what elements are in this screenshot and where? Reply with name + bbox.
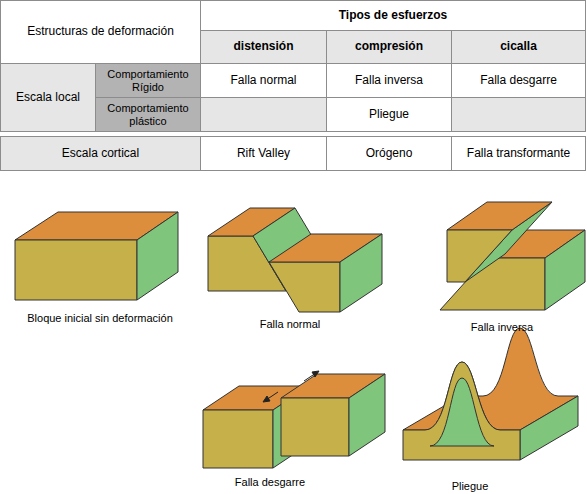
table-header: Tipos de esfuerzos: [200, 0, 586, 31]
table-cell: Falla desgarre: [451, 63, 586, 98]
table-grid: [1, 1, 586, 171]
table-cell-bg: [452, 137, 586, 171]
fold-core: [430, 378, 494, 446]
table-cell: Pliegue: [326, 97, 452, 132]
table-cell-bg: [96, 98, 201, 132]
table-cell-bg: [201, 31, 327, 64]
table-row-header: Escala local: [0, 63, 96, 132]
block-side: [137, 212, 178, 300]
block-side: [520, 396, 578, 460]
normal-fault-block: [208, 208, 382, 312]
block-front: [447, 230, 512, 282]
table-cell-bg: [327, 64, 452, 98]
table-header: Estructuras de deformación: [0, 0, 201, 64]
arrow-head: [263, 396, 270, 402]
table-cell-bg: [201, 137, 327, 171]
figure-caption: Falla inversa: [447, 317, 557, 337]
table-cell-bg: [452, 98, 586, 132]
figure-caption: Pliegue: [415, 476, 525, 494]
table-cell-bg: [327, 98, 452, 132]
table-cell-bg: [327, 137, 452, 171]
motion-arrow: [263, 371, 319, 402]
block-top: [447, 202, 552, 230]
table-cell-bg: [201, 64, 327, 98]
block-front: [15, 240, 137, 300]
table-row-header: Comportamiento plástico: [95, 97, 201, 132]
table-cell-bg: [1, 1, 201, 64]
table-header: cicalla: [451, 30, 586, 64]
table-cell-bg: [96, 64, 201, 98]
table-cell-bg: [201, 1, 586, 31]
block-front: [269, 262, 340, 312]
table-cell: Falla transformante: [451, 136, 586, 171]
table-row-header: Escala cortical: [0, 136, 201, 171]
fold-front: [403, 362, 520, 460]
table-cell-bg: [452, 64, 586, 98]
figure-caption: Bloque inicial sin deformación: [0, 308, 200, 328]
block-front: [281, 398, 349, 456]
block-side: [545, 230, 585, 310]
table-row-header: Comportamiento Rígido: [95, 63, 201, 98]
strike-slip-block: [203, 374, 385, 468]
table-cell-bg: [201, 98, 327, 132]
table-header: compresión: [326, 30, 452, 64]
figure-caption: Falla desgarre: [210, 472, 330, 492]
table-cell: Falla inversa: [326, 63, 452, 98]
table-cell: Falla normal: [200, 63, 327, 98]
table-cell: Rift Valley: [200, 136, 327, 171]
reverse-fault-block: [440, 202, 585, 310]
block-front: [203, 410, 273, 468]
block-side: [340, 234, 382, 312]
table-cell: Orógeno: [326, 136, 452, 171]
figure-caption: Falla normal: [235, 314, 345, 334]
table-cell-bg: [452, 31, 586, 64]
fold-block: [403, 328, 578, 460]
table-header: distensión: [200, 30, 327, 64]
table-cell-bg: [1, 137, 201, 171]
block-side: [349, 374, 385, 456]
initial-block: [15, 212, 178, 300]
table-cell-bg: [327, 31, 452, 64]
table-cell-bg: [1, 64, 96, 132]
arrow-head: [312, 371, 319, 377]
